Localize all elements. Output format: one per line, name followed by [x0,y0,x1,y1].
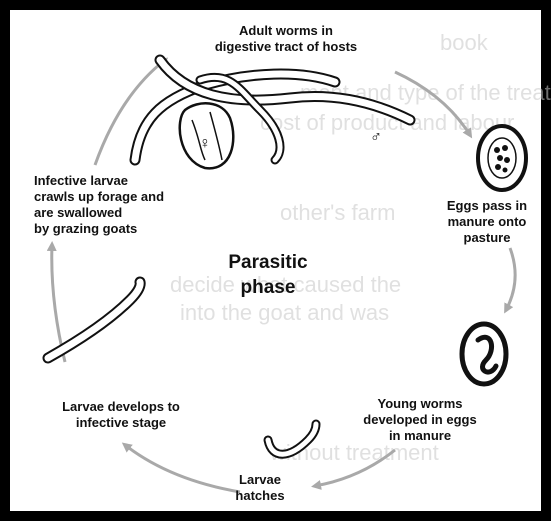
adult-label-line-2: digestive tract of hosts [215,39,357,54]
young-label-line-3: in manure [389,428,451,443]
young-worm-egg-illustration [462,324,506,384]
female-symbol: ♀ [199,135,211,152]
eggs-label-line-2: manure onto [448,214,527,229]
adult-label-line-1: Adult worms in [239,23,333,38]
diagram-title-line-2: phase [241,277,296,298]
young-label-line-2: developed in eggs [363,412,476,427]
stage-label-hatch: Larvae hatches [235,472,284,503]
bleed-line-6: into the goat and was [180,300,389,325]
young-label-line-1: Young worms [378,396,463,411]
stage-label-develops: Larvae develops to infective stage [62,399,180,430]
diagram-title-line-1: Parasitic [228,252,308,273]
egg-illustration [478,126,526,190]
eggs-label-line-3: pasture [464,230,511,245]
infective-label-line-3: are swallowed [34,205,122,220]
develops-label-line-2: infective stage [76,415,166,430]
infective-label-line-4: by grazing goats [34,221,137,236]
male-symbol: ♂ [370,129,382,146]
infective-label-line-1: Infective larvae [34,173,128,188]
bleed-line-1: book [440,30,489,55]
hatch-label-line-1: Larvae [239,472,281,487]
eggs-label-line-1: Eggs pass in [447,198,527,213]
develops-label-line-1: Larvae develops to [62,399,180,414]
infective-label-line-2: crawls up forage and [34,189,164,204]
hatch-label-line-2: hatches [235,488,284,503]
bleed-line-4: other's farm [280,200,395,225]
